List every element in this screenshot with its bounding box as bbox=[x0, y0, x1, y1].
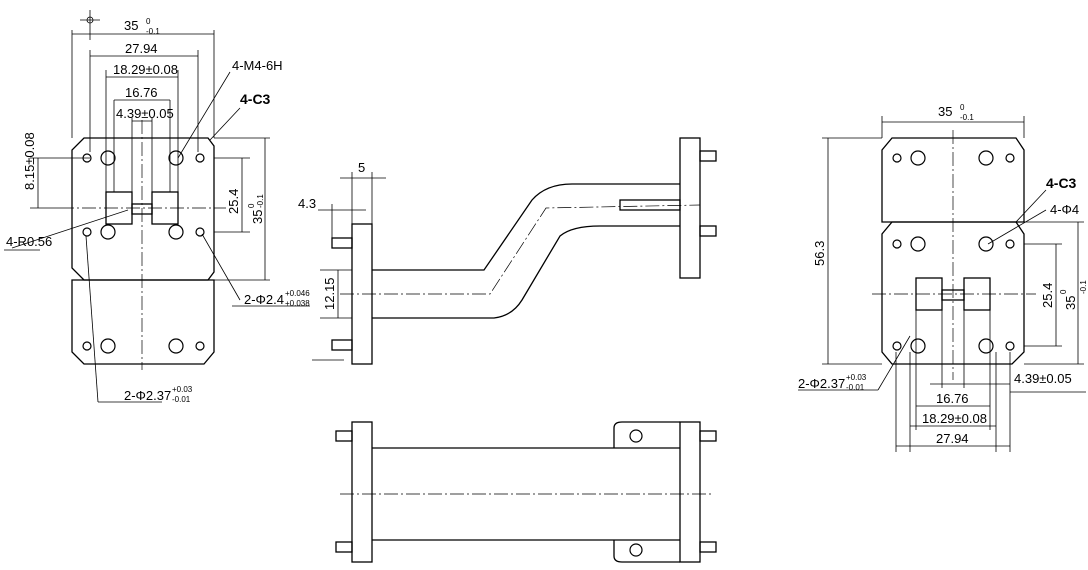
callout-dowel: 2-Φ2.37 bbox=[798, 376, 845, 391]
dim-4-39: 4.39±0.05 bbox=[116, 106, 174, 121]
callout-pin-holes-tol-lower: +0.038 bbox=[285, 299, 310, 308]
right-flange-view: 35 0 -0.1 56.3 4-C3 4-Φ4 25.4 35 0 -0.1 … bbox=[798, 103, 1088, 452]
callout-chamfer: 4-C3 bbox=[1046, 175, 1077, 191]
dim-35-vertical: 35 bbox=[1063, 296, 1078, 310]
dim-35-vertical: 35 bbox=[250, 210, 265, 224]
side-bent-view: 5 4.3 12.15 bbox=[298, 137, 717, 365]
callout-dowel-tol-lower: -0.01 bbox=[846, 383, 865, 392]
dim-56-3: 56.3 bbox=[812, 241, 827, 266]
dim-4-39: 4.39±0.05 bbox=[1014, 371, 1072, 386]
dim-width-outer-tol-upper: 0 bbox=[146, 17, 151, 26]
dim-width-outer: 35 bbox=[938, 104, 952, 119]
dim-width-outer-tol-lower: -0.1 bbox=[146, 27, 160, 36]
dim-16-76: 16.76 bbox=[125, 85, 158, 100]
dim-35-vertical-tol-upper: 0 bbox=[247, 203, 256, 208]
dim-27-94: 27.94 bbox=[125, 41, 158, 56]
callout-pin-holes: 2-Φ2.4 bbox=[244, 292, 284, 307]
dim-width-outer: 35 bbox=[124, 18, 138, 33]
dim-18-29: 18.29±0.08 bbox=[922, 411, 987, 426]
dim-5: 5 bbox=[358, 160, 365, 175]
dim-35-vertical-tol-lower: -0.1 bbox=[1079, 280, 1088, 294]
dim-4-3: 4.3 bbox=[298, 196, 316, 211]
dim-27-94: 27.94 bbox=[936, 431, 969, 446]
dim-18-29: 18.29±0.08 bbox=[113, 62, 178, 77]
dim-12-15: 12.15 bbox=[322, 277, 337, 310]
callout-dowel-tol-upper: +0.03 bbox=[172, 385, 193, 394]
callout-holes: 4-Φ4 bbox=[1050, 202, 1079, 217]
callout-dowel: 2-Φ2.37 bbox=[124, 388, 171, 403]
callout-chamfer: 4-C3 bbox=[240, 91, 271, 107]
callout-thread: 4-M4-6H bbox=[232, 58, 283, 73]
bottom-straight-view bbox=[335, 421, 717, 563]
callout-radius: 4-R0.56 bbox=[6, 234, 52, 249]
left-flange-view: 35 0 -0.1 27.94 18.29±0.08 16.76 4.39±0.… bbox=[4, 10, 310, 404]
dim-8-15: 8.15±0.08 bbox=[22, 132, 37, 190]
callout-pin-holes-tol-upper: +0.046 bbox=[285, 289, 310, 298]
dim-35-vertical-tol-upper: 0 bbox=[1059, 289, 1068, 294]
dim-25-4: 25.4 bbox=[1040, 283, 1055, 308]
dim-25-4: 25.4 bbox=[226, 189, 241, 214]
callout-dowel-tol-upper: +0.03 bbox=[846, 373, 867, 382]
dim-width-outer-tol-upper: 0 bbox=[960, 103, 965, 112]
dim-width-outer-tol-lower: -0.1 bbox=[960, 113, 974, 122]
dim-35-vertical-tol-lower: -0.1 bbox=[256, 194, 265, 208]
dim-16-76: 16.76 bbox=[936, 391, 969, 406]
callout-dowel-tol-lower: -0.01 bbox=[172, 395, 191, 404]
